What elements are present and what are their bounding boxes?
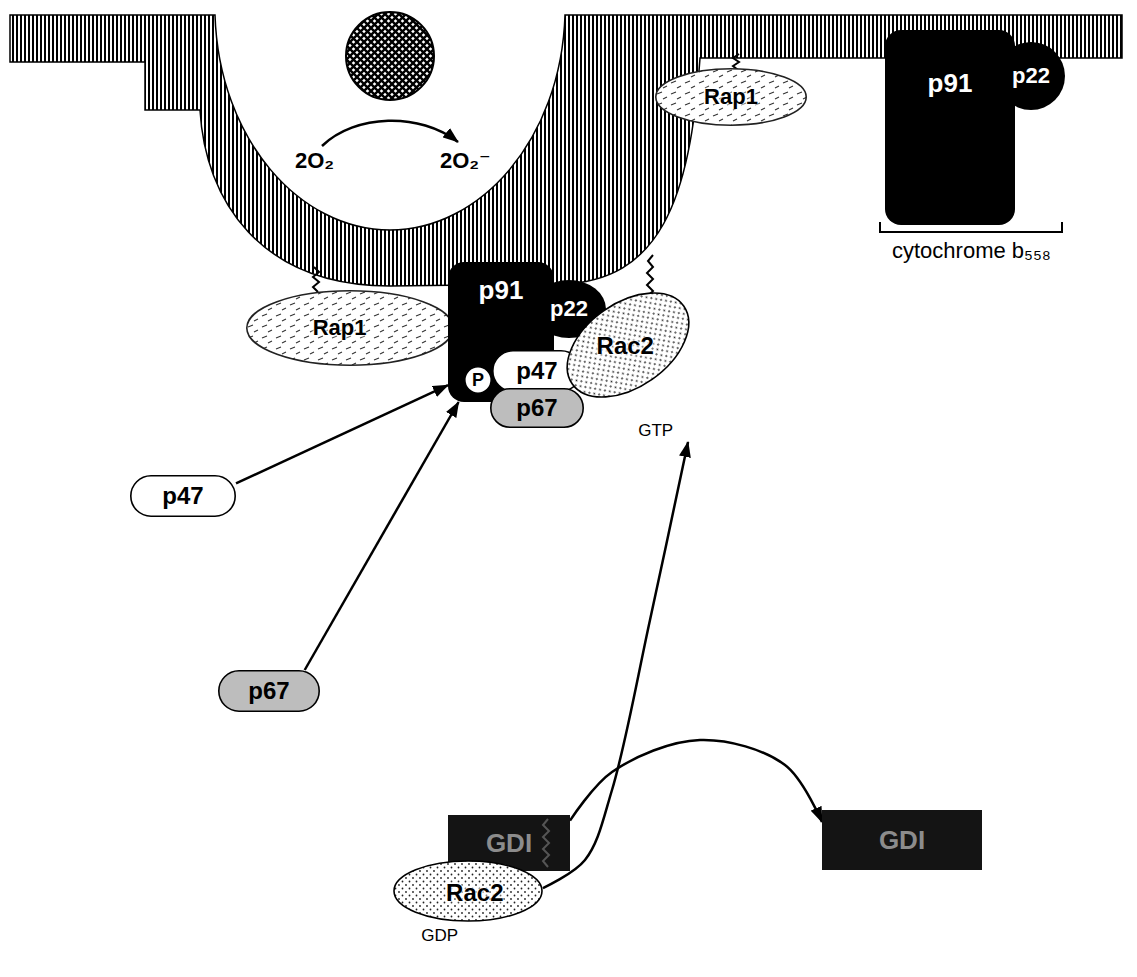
shape-outline <box>219 671 319 711</box>
complex-label: cytochrome b₅₅₈ <box>892 240 1051 262</box>
reaction-arrow <box>322 121 458 146</box>
lipid-anchor <box>733 54 739 70</box>
protein-label: Rac2 <box>446 881 503 905</box>
protein-label: p67 <box>516 396 557 420</box>
protein-label: GDI <box>879 827 925 853</box>
cytosolic-protein: p67 <box>218 670 320 712</box>
shape-outline <box>491 389 583 427</box>
gtpase-protein: Rap1 <box>246 290 454 366</box>
protein-label: Rap1 <box>313 317 367 339</box>
nucleotide-label: GTP <box>638 421 673 438</box>
phosphate-mark: P <box>464 366 492 394</box>
protein-label: p47 <box>516 359 557 383</box>
shape-outline <box>394 861 542 921</box>
gtpase-protein: Rap1 <box>655 68 807 126</box>
lipid-anchor <box>543 819 549 867</box>
cytosolic-protein: p47 <box>130 475 236 517</box>
protein-label: p47 <box>162 484 203 508</box>
shape-outline <box>247 291 453 365</box>
protein-label: GDI <box>486 830 532 856</box>
reaction-label: 2O₂ <box>295 150 334 172</box>
shape-outline <box>465 367 491 393</box>
nucleotide-label: GDP <box>421 927 458 944</box>
inhibitor-box: GDI <box>822 810 982 870</box>
cytosolic-protein: p67 <box>490 388 584 428</box>
shape-outline <box>656 69 806 125</box>
protein-label: p22 <box>1012 65 1050 87</box>
cytochrome-subunit: p22 <box>997 42 1065 110</box>
reaction-label: 2O₂⁻ <box>440 150 491 172</box>
shape-outline <box>885 30 1015 225</box>
particle <box>346 12 434 100</box>
protein-label: Rac2 <box>597 334 654 358</box>
arrow-connector <box>305 402 459 670</box>
shape-outline <box>131 476 235 516</box>
node-shape <box>885 30 1015 225</box>
gtpase-protein: Rac2GDP <box>390 855 550 945</box>
shape-outline <box>822 810 982 870</box>
lipid-anchor <box>313 267 319 292</box>
membrane <box>10 15 1122 286</box>
protein-label: p91 <box>479 277 524 303</box>
protein-label: p22 <box>550 298 588 320</box>
shape-outline <box>548 272 708 419</box>
cytochrome-subunit: p91 <box>885 30 1015 225</box>
arrow-connector <box>236 385 448 483</box>
protein-label: p67 <box>248 679 289 703</box>
protein-label: p91 <box>928 70 973 96</box>
arrow-connector <box>570 740 822 822</box>
shape-outline <box>997 42 1065 110</box>
protein-label: P <box>472 371 484 389</box>
protein-label: Rap1 <box>704 86 758 108</box>
